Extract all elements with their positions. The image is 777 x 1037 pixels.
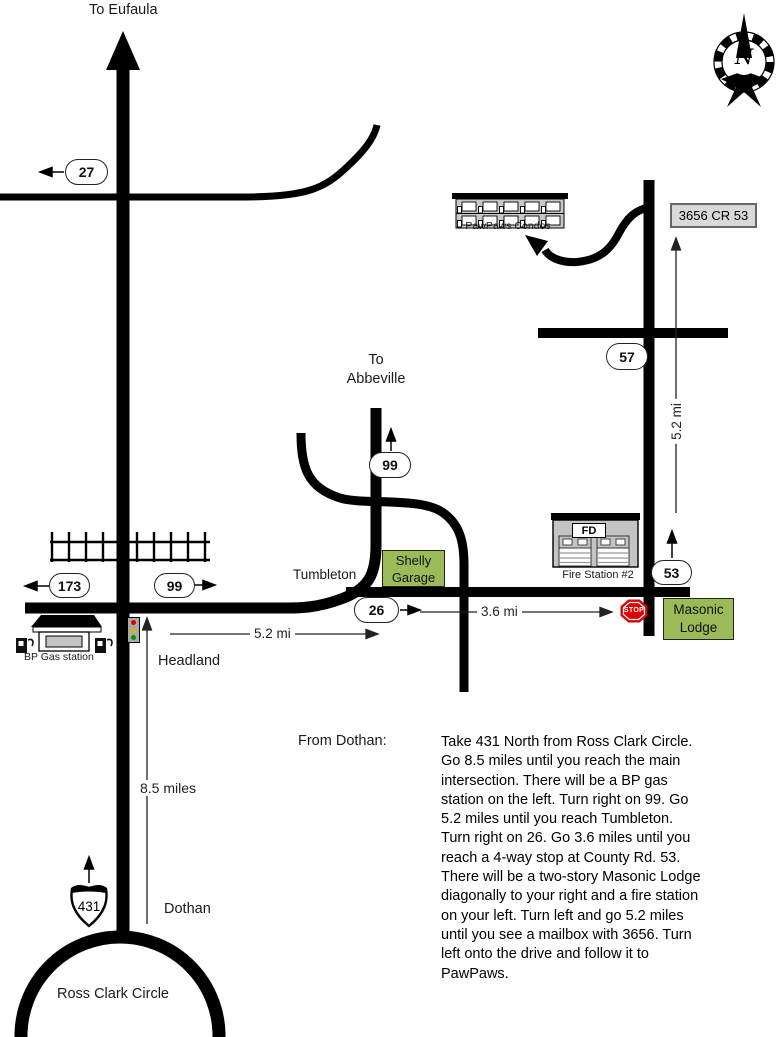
route-marker-173: 173	[49, 573, 90, 598]
distance-cr53-pawpaws: 5.2 mi	[667, 398, 685, 444]
directions-line: intersection. There will be a BP gas	[441, 772, 668, 789]
fire-station-building	[551, 513, 640, 568]
to-abbeville-line1: To	[368, 352, 384, 368]
road-27	[0, 124, 381, 201]
directions-line: PawPaws.	[441, 965, 509, 982]
pawpaws-condos-label: PawPaws Condos	[465, 220, 551, 232]
traffic-light-icon	[127, 617, 140, 643]
compass-needle	[736, 13, 752, 58]
directions-line: Take 431 North from Ross Clark Circle.	[441, 734, 693, 750]
directions-text: Take 431 North from Ross Clark Circle. G…	[441, 733, 701, 984]
directions-line: reach a 4-way stop at County Rd. 53.	[441, 849, 681, 866]
compass-rose	[713, 13, 775, 107]
distance-cr53-pawpaws-wrap: 5.2 mi	[654, 398, 698, 444]
traffic-light-yellow	[131, 627, 136, 633]
route-direction-arrows	[22, 166, 678, 883]
ross-clark-circle-label: Ross Clark Circle	[57, 986, 169, 1002]
road-26-south-curve	[296, 432, 469, 692]
pawpaws-condos-building	[452, 193, 568, 229]
masonic-lodge-line1: Masonic	[673, 602, 724, 617]
distance-headland-tumbleton: 5.2 mi	[250, 626, 295, 641]
dothan-label: Dothan	[164, 901, 211, 917]
road-431	[106, 31, 140, 937]
to-eufaula-label: To Eufaula	[89, 2, 158, 18]
masonic-lodge-line2: Lodge	[679, 620, 718, 635]
directions-line: Turn right on 26. Go 3.6 miles until you	[441, 830, 691, 847]
directions-line: station on the left. Turn right on 99. G…	[441, 791, 689, 808]
route-marker-99-west: 99	[154, 573, 195, 598]
shelly-garage-line2: Garage	[391, 569, 436, 585]
bp-gas-station-label: BP Gas station	[24, 651, 94, 663]
shelly-garage-box: Shelly Garage	[382, 550, 445, 587]
traffic-light-green	[131, 634, 136, 640]
ross-clark-circle-road	[14, 930, 226, 1037]
route-marker-27: 27	[65, 159, 108, 185]
distance-tumbleton-cr53: 3.6 mi	[477, 604, 522, 619]
directions-line: until you see a mailbox with 3656. Turn	[441, 926, 692, 943]
route-marker-99-north: 99	[369, 452, 411, 478]
tumbleton-label: Tumbleton	[293, 567, 357, 582]
traffic-light-red	[131, 620, 136, 626]
railroad-crossing	[50, 532, 210, 562]
address-sign-3656: 3656 CR 53	[670, 203, 757, 228]
distance-dothan-headland: 8.5 miles	[136, 780, 201, 796]
directions-line: on your left. Turn left and go 5.2 miles	[441, 907, 684, 924]
gas-pump-icon	[16, 638, 34, 653]
directions-heading: From Dothan:	[298, 733, 387, 749]
masonic-lodge-box: Masonic Lodge	[663, 598, 734, 640]
shelly-garage-line1: Shelly	[395, 552, 432, 568]
directions-line: diagonally to your right and a fire stat…	[441, 888, 699, 905]
stop-sign-icon	[620, 599, 648, 623]
fire-station-label: Fire Station #2	[562, 569, 634, 581]
stop-sign-label: STOP	[623, 607, 645, 614]
route-marker-26: 26	[354, 597, 399, 623]
bp-gas-station-building	[16, 615, 113, 653]
us-431-shield-icon	[70, 885, 108, 928]
route-marker-53: 53	[651, 560, 692, 585]
us-431-shield-label: 431	[77, 899, 101, 914]
road-99	[25, 408, 382, 614]
directions-line: There will be a two-story Masonic Lodge	[441, 869, 701, 886]
route-marker-57: 57	[606, 343, 648, 370]
to-abbeville-label: To Abbeville	[330, 351, 422, 389]
driveway-arrow	[525, 203, 651, 267]
north-road-arrow	[106, 31, 140, 70]
to-abbeville-line2: Abbeville	[346, 371, 406, 387]
compass-north-label: N	[734, 45, 754, 69]
directions-line: 5.2 miles until you reach Tumbleton.	[441, 811, 674, 828]
headland-label: Headland	[158, 653, 221, 669]
directions-line: Go 8.5 miles until you reach the main	[441, 753, 681, 770]
fd-sign: FD	[572, 523, 606, 538]
gas-pump-icon	[95, 638, 113, 653]
directions-line: left onto the drive and follow it to	[441, 946, 649, 963]
